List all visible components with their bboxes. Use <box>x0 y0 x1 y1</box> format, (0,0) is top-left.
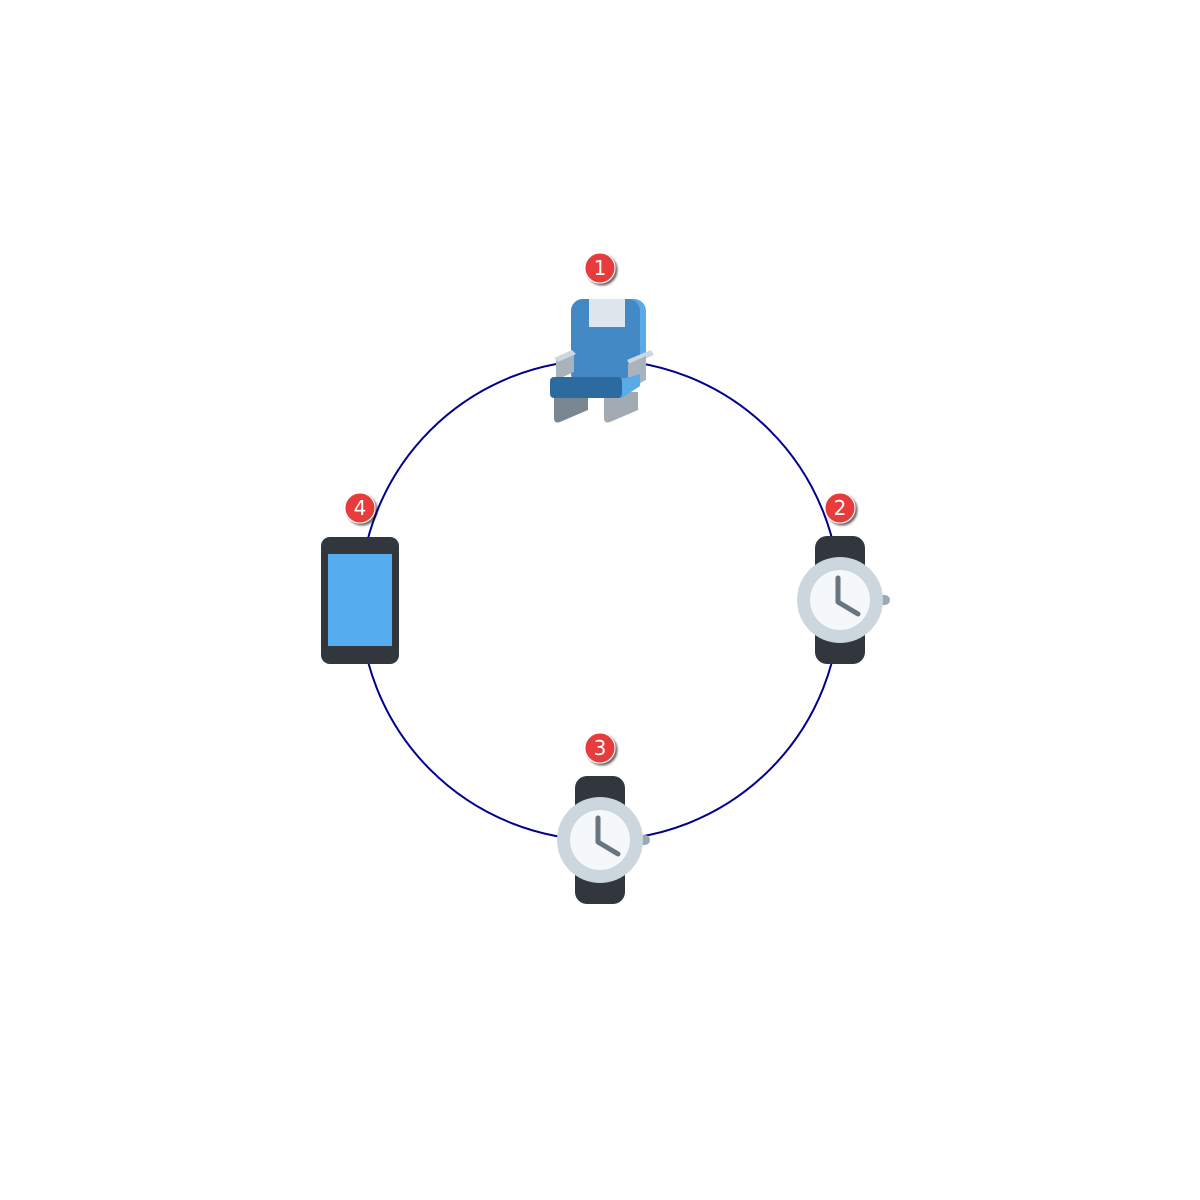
watch-icon <box>797 536 890 664</box>
badge-number-1: 1 <box>594 256 607 280</box>
step-badge-3 <box>584 732 616 764</box>
step-badge-2 <box>824 492 856 524</box>
cycle-ring <box>359 359 841 841</box>
phone-icon <box>321 537 399 664</box>
node-1: 1 <box>550 252 654 423</box>
step-badge-1 <box>584 252 616 284</box>
node-2: 2 <box>797 492 890 664</box>
node-4: 4 <box>321 492 399 664</box>
seat-icon <box>550 299 654 423</box>
watch-icon <box>557 776 650 904</box>
badge-number-3: 3 <box>594 736 607 760</box>
badge-number-2: 2 <box>834 496 847 520</box>
step-badge-4 <box>344 492 376 524</box>
node-3: 3 <box>557 732 650 904</box>
badge-number-4: 4 <box>354 496 367 520</box>
